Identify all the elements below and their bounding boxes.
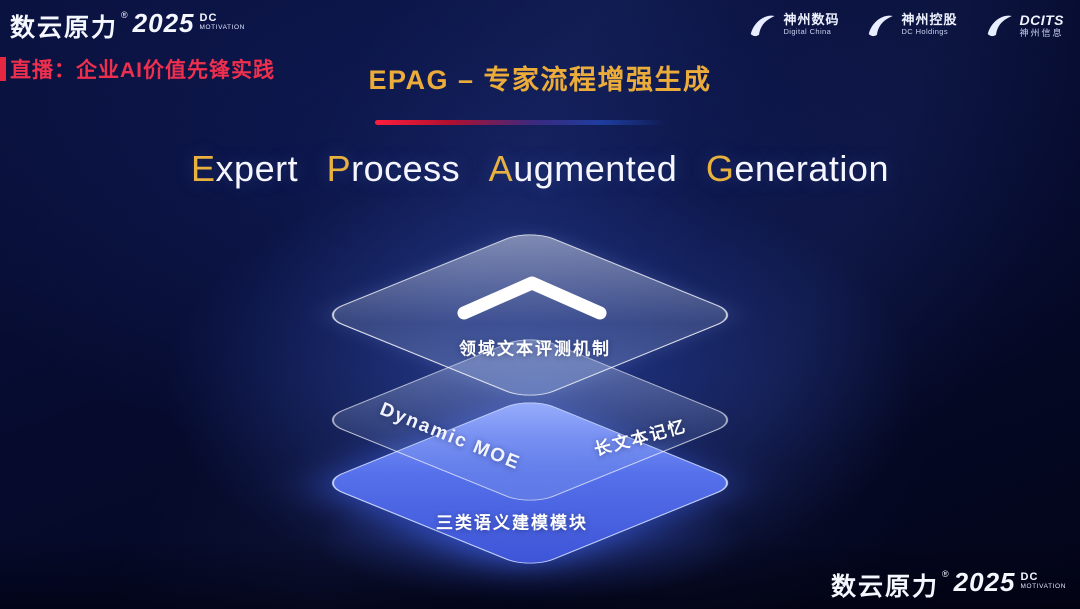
- headline: Expert Process Augmented Generation: [0, 148, 1080, 190]
- partner-subname: Digital China: [783, 27, 832, 37]
- brand-name: 数云原力: [10, 14, 119, 42]
- chevron-up-icon: [457, 276, 607, 320]
- slide-title: EPAG – 专家流程增强生成: [368, 65, 712, 95]
- headline-rest: ugmented: [513, 148, 678, 189]
- brand-logo-top: 数云原力 ® 2025 DC MOTIVATION: [10, 8, 245, 44]
- headline-cap: E: [191, 148, 216, 189]
- brand-name: 数云原力: [831, 573, 940, 601]
- brand-subtext: DC MOTIVATION: [199, 12, 245, 31]
- registered-mark: ®: [942, 569, 949, 579]
- headline-cap: A: [488, 148, 514, 189]
- headline-cap: G: [705, 148, 735, 189]
- layer-label-bottom: 三类语义建模模块: [436, 513, 588, 533]
- headline-rest: xpert: [215, 148, 299, 189]
- partner-dc-holdings: 神州控股 DC Holdings: [865, 10, 957, 40]
- brand-year: 2025: [132, 8, 195, 38]
- brand-logo-footer: 数云原力 ® 2025 DC MOTIVATION: [831, 567, 1066, 603]
- partner-logos: 神州数码 Digital China 神州控股 DC Holdings DCIT…: [747, 10, 1064, 40]
- partner-name: DCITS: [1019, 11, 1064, 28]
- partner-name: 神州数码: [783, 12, 840, 28]
- headline-cap: P: [326, 148, 352, 189]
- partner-dcits: DCITS 神州信息: [984, 10, 1065, 40]
- brand-subtext: DC MOTIVATION: [1020, 571, 1066, 590]
- dcits-logo-icon: [987, 15, 1012, 37]
- headline-word: Generation: [706, 148, 889, 190]
- partner-subname: 神州信息: [1019, 27, 1064, 38]
- headline-word: Process: [327, 148, 461, 190]
- brand-motivation: MOTIVATION: [1020, 582, 1066, 590]
- brand-dc: DC: [1020, 571, 1039, 583]
- brand-dc: DC: [199, 12, 218, 24]
- live-badge: 直播：企业AI价值先锋实践: [0, 54, 275, 84]
- brand-year: 2025: [953, 567, 1016, 597]
- headline-rest: rocess: [351, 148, 461, 189]
- partner-name: 神州控股: [901, 12, 958, 28]
- headline-word: Expert: [191, 148, 298, 190]
- headline-rest: eneration: [734, 148, 889, 189]
- dc-holdings-logo-icon: [869, 15, 894, 37]
- registered-mark: ®: [121, 10, 128, 20]
- live-badge-bar: [0, 57, 6, 81]
- partner-digital-china: 神州数码 Digital China: [747, 10, 839, 40]
- partner-subname: DC Holdings: [901, 27, 948, 37]
- digital-china-logo-icon: [751, 15, 776, 37]
- title-divider: [375, 120, 665, 125]
- layer-stack-diagram: 领域文本评测机制 Dynamic MOE 长文本记忆 三类语义建模模块: [280, 225, 780, 605]
- brand-motivation: MOTIVATION: [199, 23, 245, 31]
- live-badge-label: 直播：企业AI价值先锋实践: [10, 59, 275, 82]
- headline-word: Augmented: [489, 148, 678, 190]
- layer-label-top: 领域文本评测机制: [459, 339, 611, 359]
